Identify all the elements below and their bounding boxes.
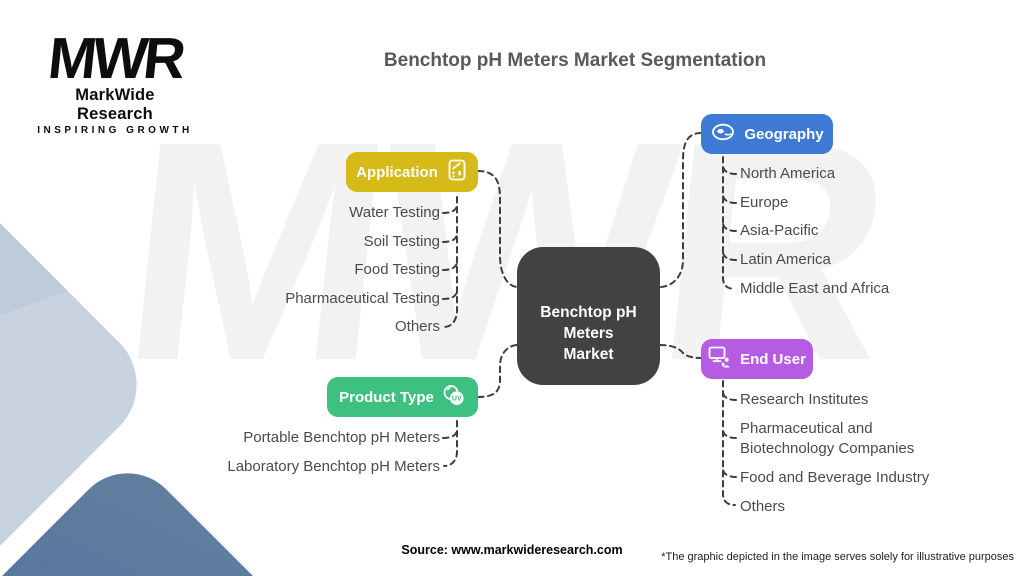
segment-item: Portable Benchtop pH Meters bbox=[243, 429, 440, 446]
center-node-line: Market bbox=[563, 345, 614, 363]
center-node-line: Benchtop pH bbox=[540, 303, 637, 321]
segment-item: Middle East and Africa bbox=[740, 279, 890, 297]
monitor-user-icon bbox=[708, 346, 732, 372]
logo-name: MarkWide Research bbox=[75, 86, 155, 123]
segment-item: Others bbox=[740, 498, 786, 515]
segment-item: Soil Testing bbox=[363, 232, 440, 250]
segment-item: Pharmaceutical and Biotechnology Compani… bbox=[740, 420, 915, 457]
end-user-items: Research Institutes Pharmaceutical and B… bbox=[740, 390, 955, 526]
logo-mark: MWR bbox=[45, 26, 185, 91]
segment-item: Europe bbox=[740, 193, 789, 211]
segment-item: Food Testing bbox=[354, 261, 440, 278]
disclaimer-text: *The graphic depicted in the image serve… bbox=[661, 551, 1014, 563]
branch-end-user: End User bbox=[701, 339, 813, 379]
segment-item: Asia-Pacific bbox=[740, 222, 819, 240]
segment-item: Latin America bbox=[740, 251, 831, 269]
svg-text:UV: UV bbox=[452, 395, 462, 402]
branch-end-user-label: End User bbox=[740, 350, 806, 368]
logo-tagline: INSPIRING GROWTH bbox=[37, 125, 193, 136]
globe-icon bbox=[710, 122, 736, 146]
markwide-logo: MWR MarkWide Research INSPIRING GROWTH bbox=[35, 26, 195, 136]
segment-item: Pharmaceutical Testing bbox=[285, 289, 440, 307]
branch-product-type-label: Product Type bbox=[339, 388, 434, 406]
product-type-items: Portable Benchtop pH Meters Laboratory B… bbox=[150, 424, 440, 481]
center-node: Benchtop pH Meters Market bbox=[517, 247, 660, 385]
segment-item: Laboratory Benchtop pH Meters bbox=[227, 457, 440, 475]
segment-item: Food and Beverage Industry bbox=[740, 469, 930, 486]
meter-device-icon bbox=[446, 159, 468, 185]
source-text: Source: www.markwideresearch.com bbox=[401, 543, 623, 557]
uv-badge-icon: UV bbox=[442, 384, 466, 411]
center-node-line: Meters bbox=[563, 324, 614, 342]
segment-item: North America bbox=[740, 165, 836, 182]
application-items: Water Testing Soil Testing Food Testing … bbox=[150, 199, 440, 342]
geography-items: North America Europe Asia-Pacific Latin … bbox=[740, 160, 975, 304]
branch-application: Application bbox=[346, 152, 478, 192]
branch-geography-label: Geography bbox=[744, 125, 824, 143]
branch-application-label: Application bbox=[356, 163, 438, 181]
branch-product-type: Product Type UV bbox=[327, 377, 478, 417]
page-title: Benchtop pH Meters Market Segmentation bbox=[383, 50, 767, 71]
branch-geography: Geography bbox=[701, 114, 833, 154]
segment-item: Water Testing bbox=[349, 204, 440, 221]
segment-item: Research Institutes bbox=[740, 391, 869, 408]
segment-item: Others bbox=[394, 318, 440, 335]
